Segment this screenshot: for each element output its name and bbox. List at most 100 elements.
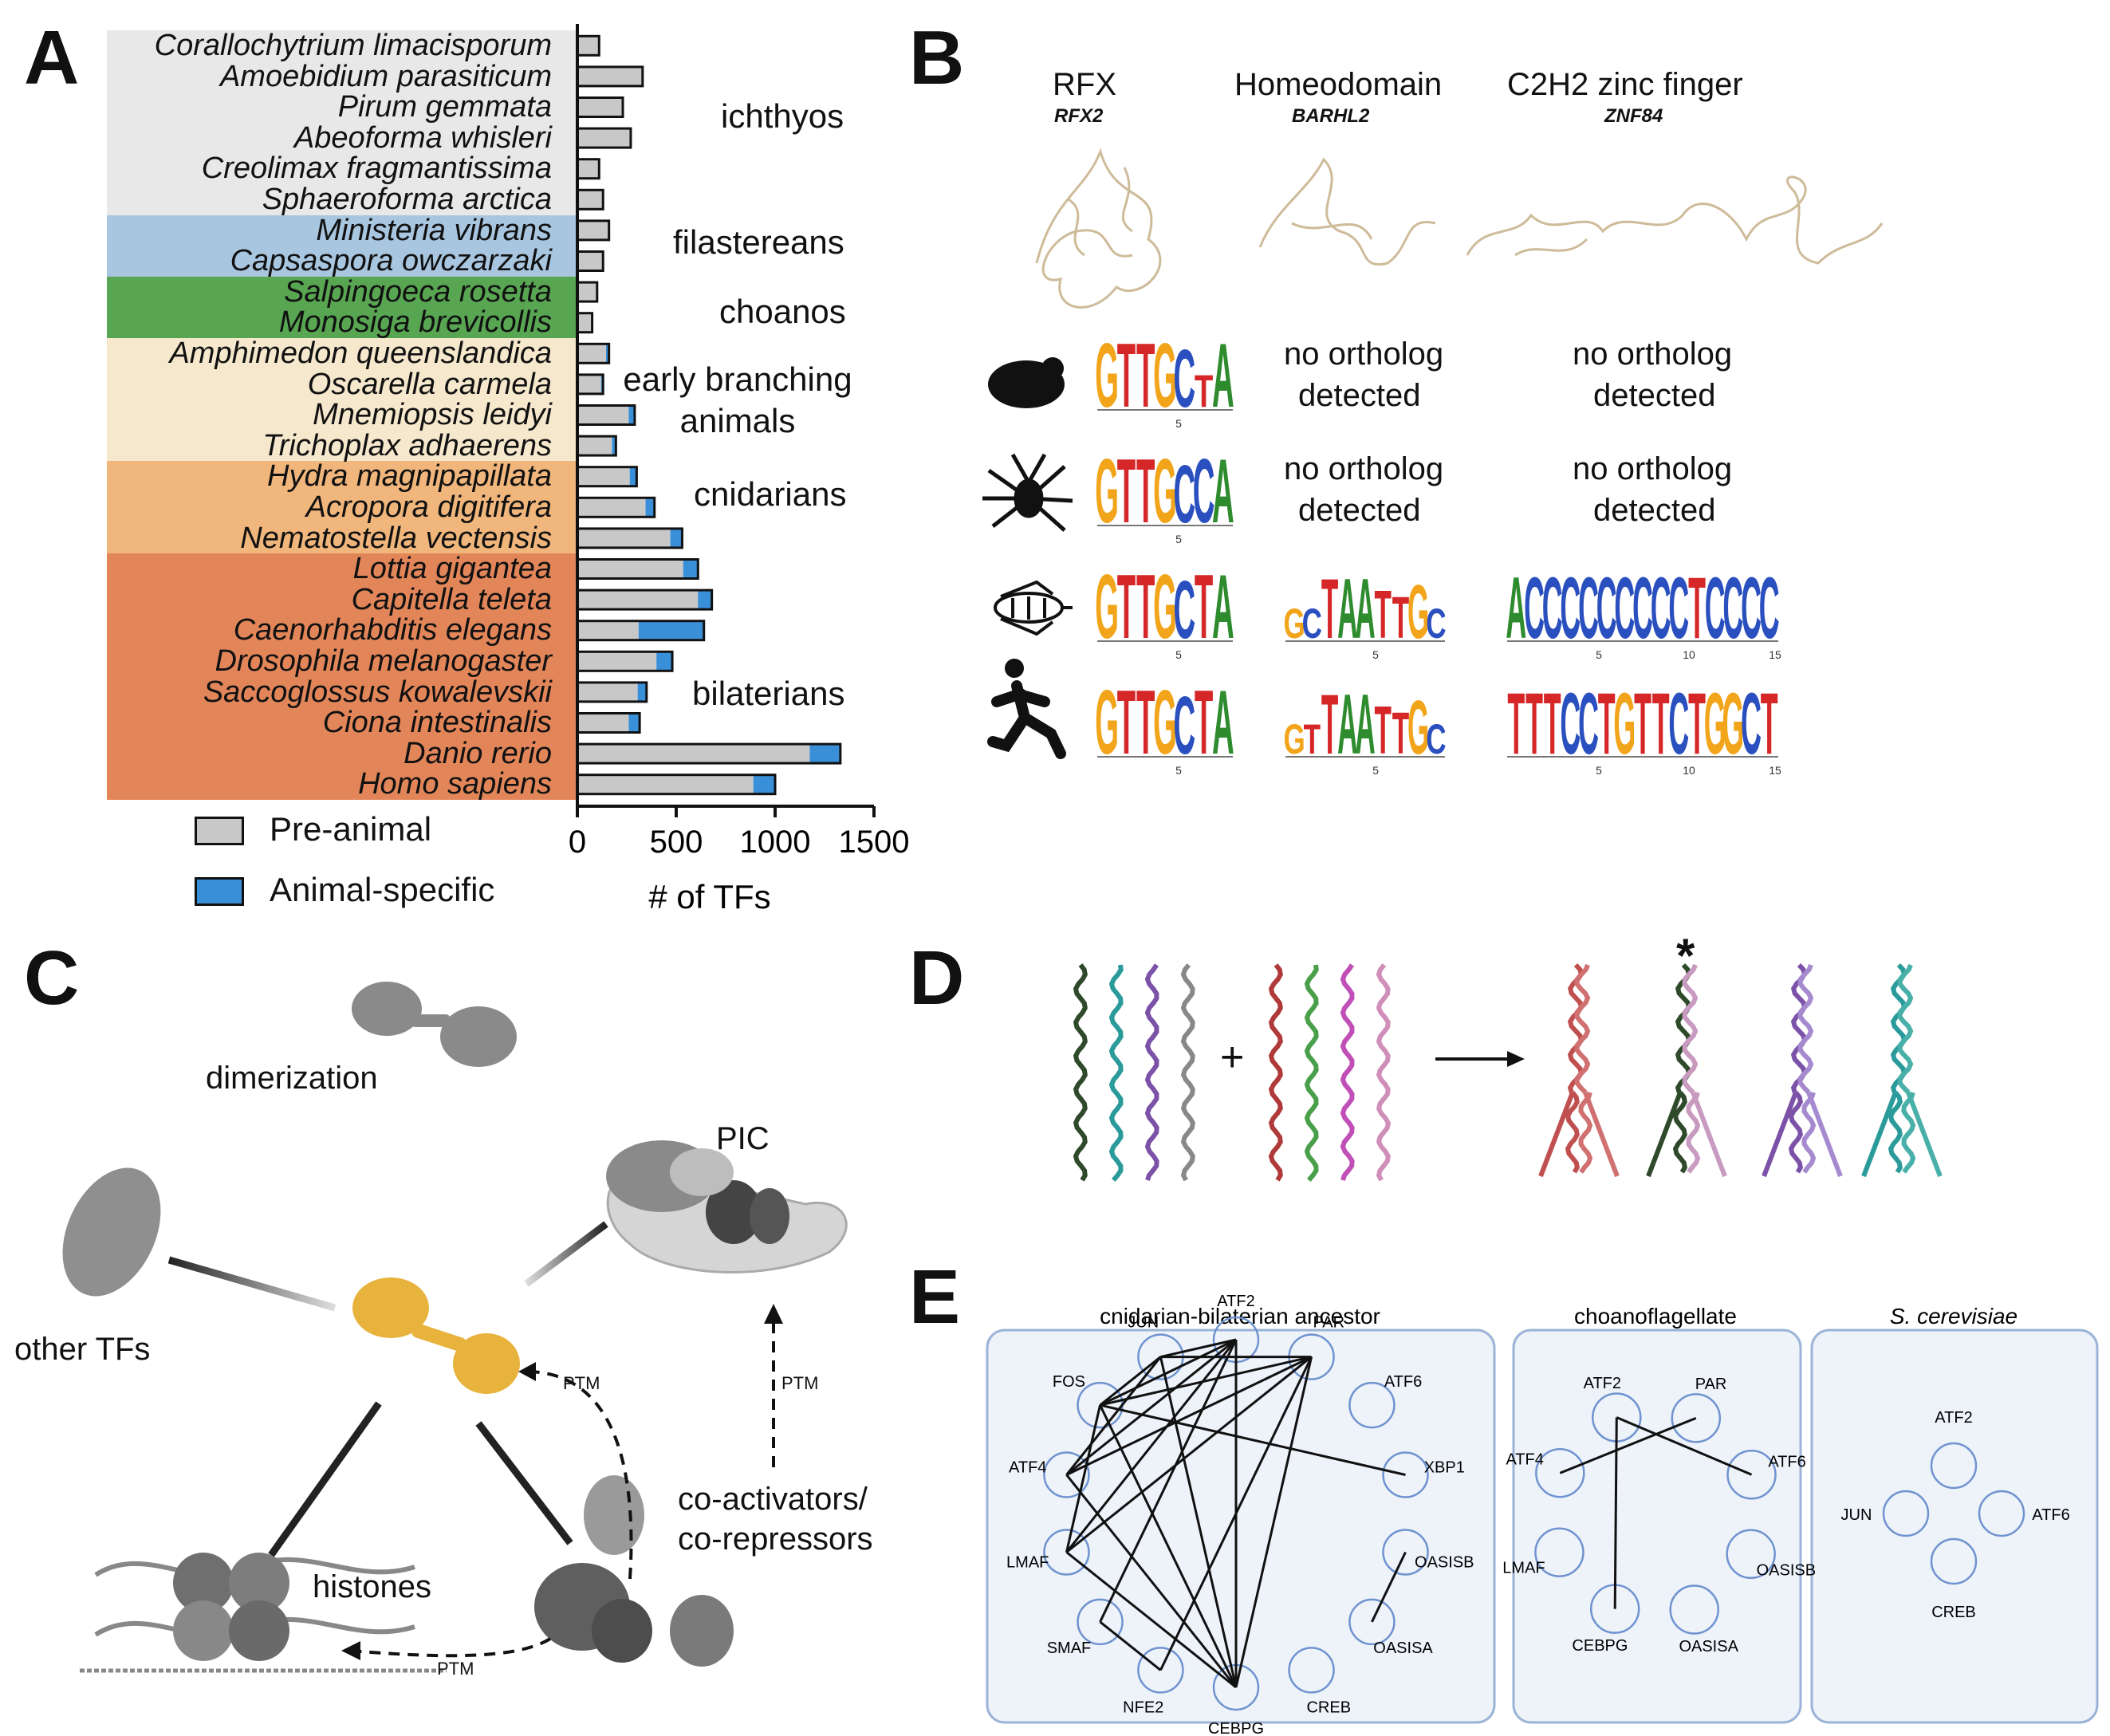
legend-swatch-animal-specific [195, 877, 244, 906]
species-label: Trichoplax adhaerens [262, 428, 552, 463]
logo-letter: C [1705, 561, 1726, 657]
network-edge [1371, 1551, 1407, 1623]
network-title: S. cerevisiae [1890, 1304, 2017, 1329]
ptm-arrow-tf [526, 1370, 633, 1580]
logo-letter: T [1598, 676, 1616, 773]
species-label: Creolimax fragmantissima [201, 152, 552, 186]
network-edge [1616, 1416, 1753, 1476]
bar-animal-specific [670, 528, 683, 548]
network-node-label: XBP1 [1424, 1458, 1465, 1476]
logo-letter: G [1153, 672, 1177, 774]
logo-letter: G [1153, 325, 1177, 427]
network-edge [1065, 1356, 1162, 1476]
logo-letter: T [1136, 672, 1155, 774]
coiled-coil-helix [1578, 1092, 1593, 1174]
network-edge [1100, 1356, 1312, 1407]
no-ortholog-homeo-yeast-1: no ortholog [1284, 337, 1444, 372]
coiled-coil-helix [1797, 963, 1814, 1095]
family-title-rfx: RFX [1053, 67, 1116, 102]
network-edge [1065, 1474, 1238, 1688]
network-node [1382, 1529, 1429, 1576]
label-ptm-pic: PTM [781, 1373, 819, 1393]
family-title-c2h2: C2H2 zinc finger [1507, 67, 1743, 102]
logo-letter: C [1722, 561, 1743, 657]
network-node [1930, 1442, 1978, 1490]
spoke-coactivators [475, 1421, 573, 1545]
coiled-coil-helix [1376, 963, 1391, 1182]
bar-outline [576, 342, 611, 364]
network-node-label: ATF6 [1384, 1373, 1422, 1391]
logo-letter: C [1560, 561, 1581, 657]
network-edge [1065, 1356, 1313, 1476]
label-coactivators-2: co-repressors [678, 1521, 873, 1557]
species-label: Saccoglossus kowalevskii [203, 675, 552, 709]
network-node-label: OASISA [1679, 1638, 1738, 1655]
network-node [1348, 1381, 1396, 1429]
species-label: Pirum gemmata [337, 90, 552, 124]
panel-label-c: C [24, 935, 80, 1021]
bar-outline [576, 712, 641, 734]
logo-letter: A [1212, 672, 1234, 774]
gene-label-znf84: ZNF84 [1604, 105, 1663, 127]
bar-outline [576, 96, 624, 118]
network-node-label: PAR [1313, 1314, 1344, 1332]
bar-pre-animal [577, 651, 657, 671]
yeast-icon [988, 357, 1065, 408]
barhl2-structure [1258, 157, 1436, 266]
network-node [1043, 1529, 1090, 1576]
bar-outline [576, 127, 632, 149]
species-label: Ciona intestinalis [322, 706, 552, 740]
group-band-5 [107, 553, 577, 800]
group-band-3 [107, 338, 577, 462]
group-label-1: filastereans [673, 223, 844, 261]
coiled-coil-helix [1888, 1091, 1903, 1174]
logo-letter: T [1195, 366, 1214, 416]
rfx2-structure [1035, 148, 1162, 309]
bar-outline [576, 188, 604, 211]
logo-letter: T [1525, 676, 1543, 773]
coiled-coil-helix [1682, 963, 1699, 1095]
logo-letter: A [1506, 561, 1526, 657]
no-ortholog-homeo-spider-2: detected [1298, 493, 1421, 528]
network-edge [1099, 1356, 1162, 1407]
species-label: Salpingoeca rosetta [284, 274, 552, 309]
logo-letter: T [1652, 676, 1670, 773]
network-node-label: JUN [1841, 1506, 1872, 1524]
group-band-4 [107, 461, 577, 554]
bar-outline [576, 496, 656, 518]
logo-letter: T [1392, 700, 1409, 766]
label-pic: PIC [716, 1121, 770, 1156]
bar-outline [576, 558, 699, 580]
group-band-0 [107, 30, 577, 215]
znf84-structure [1466, 175, 1884, 265]
logo-letter: C [1560, 676, 1581, 773]
panel-label-a: A [24, 15, 80, 100]
network-edge [1613, 1417, 1618, 1609]
gene-label-rfx2: RFX2 [1054, 105, 1104, 127]
panel-label-b: B [909, 15, 965, 100]
bar-outline [576, 774, 777, 796]
label-other-tfs: other TFs [14, 1332, 151, 1367]
bar-outline [576, 650, 674, 672]
logo-tick: 15 [1769, 764, 1781, 777]
network-edge [1065, 1551, 1237, 1689]
no-ortholog-znf-yeast-2: detected [1593, 378, 1716, 413]
network-title: cnidarian-bilaterian ancestor [1100, 1304, 1380, 1329]
logo-letter: G [1153, 441, 1177, 542]
coiled-coil-helix [1806, 1091, 1843, 1178]
bar-pre-animal [577, 313, 592, 333]
label-dimerization: dimerization [206, 1061, 378, 1096]
bar-pre-animal [577, 159, 600, 179]
bar-animal-specific [600, 374, 604, 394]
network-node-label: ATF4 [1009, 1458, 1046, 1476]
network-node [1043, 1451, 1090, 1498]
logo-letter: C [1741, 676, 1762, 773]
species-label: Danio rerio [403, 736, 552, 770]
species-label: Abeoforma whisleri [293, 120, 552, 155]
bar-animal-specific [645, 498, 655, 518]
coiled-coil-helix [1897, 963, 1914, 1095]
logo-letter: A [1212, 441, 1234, 542]
bar-pre-animal [577, 498, 646, 518]
logo-letter: G [1095, 441, 1119, 542]
